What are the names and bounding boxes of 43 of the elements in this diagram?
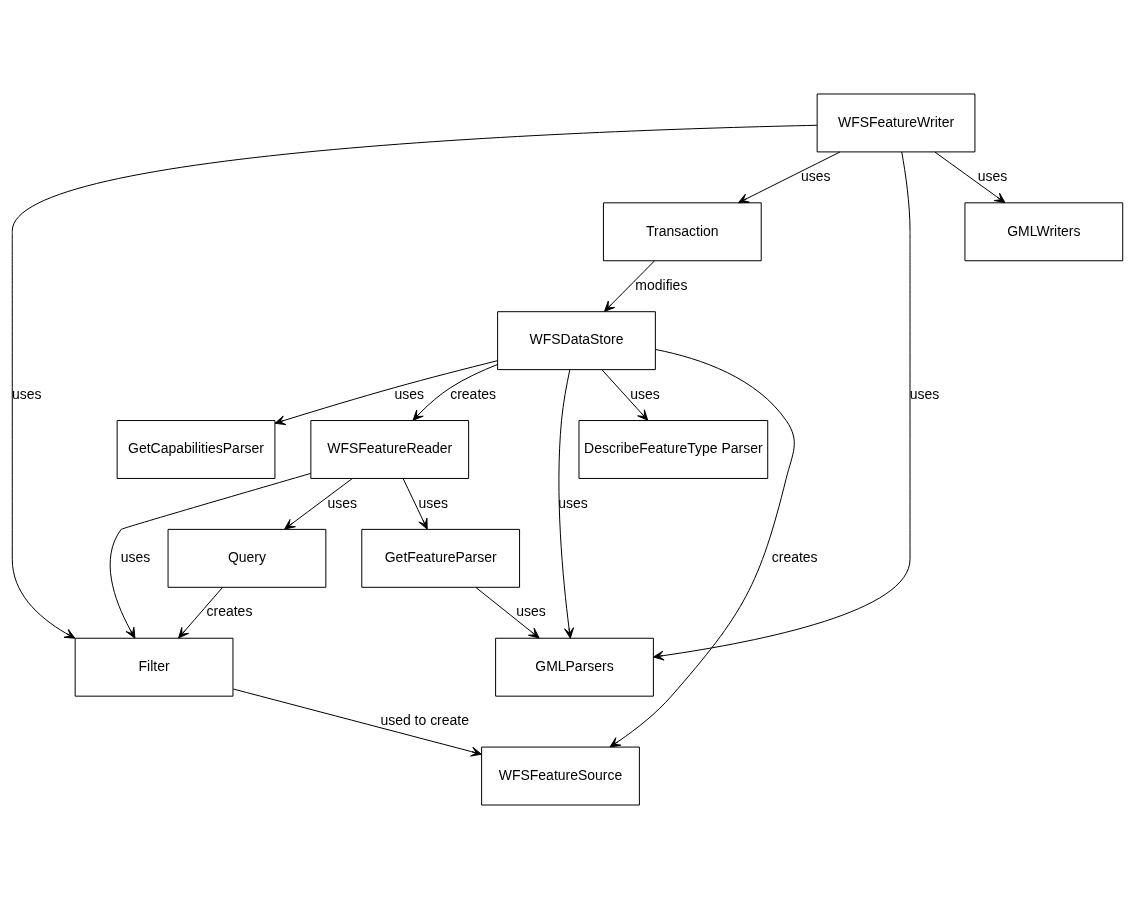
arrow [601,369,649,421]
node-box: DescribeFeatureType Parser [578,420,769,479]
arrow [284,478,353,530]
node-box: GMLWriters [964,202,1124,262]
edge-label: uses [394,385,424,402]
edge-label: uses [977,168,1008,185]
arrow [402,478,428,530]
arrow [934,151,1006,204]
arrow [475,586,540,639]
arrow [274,360,499,426]
node-box: Filter [74,637,234,697]
arrow [178,586,224,639]
edge-label: creates [450,385,497,402]
edge-label: uses [630,385,660,402]
node-box: GetCapabilitiesParser [116,420,276,479]
edge-label: modifies [635,276,688,293]
arrow [109,472,312,639]
arrow [11,124,818,639]
arrow [653,151,911,661]
arrow [738,151,841,204]
node-box: WFSDataStore [497,311,656,371]
edge-label: uses [800,168,831,185]
arrow [232,688,482,757]
arrow [604,260,656,312]
node-box: GMLParsers [495,637,654,697]
edge-label: uses [11,385,42,402]
edge-label: uses [909,385,940,402]
node-box: WFSFeatureSource [481,746,640,806]
node-box: WFSFeatureWriter [816,93,976,153]
edge-label: uses [516,603,546,620]
edge-label: used to create [380,712,469,729]
arrow [609,349,795,748]
edge-label: creates [771,549,818,566]
arrow [558,369,574,639]
node-box: Query [167,528,327,588]
node-box: Transaction [602,202,762,262]
node-box: WFSFeatureReader [310,420,470,479]
edge-label: uses [327,494,358,511]
edge-label: uses [120,549,151,566]
arrow [412,364,498,421]
edge-label: uses [418,494,448,511]
node-box: GetFeatureParser [361,528,521,588]
edge-label: creates [206,603,253,620]
